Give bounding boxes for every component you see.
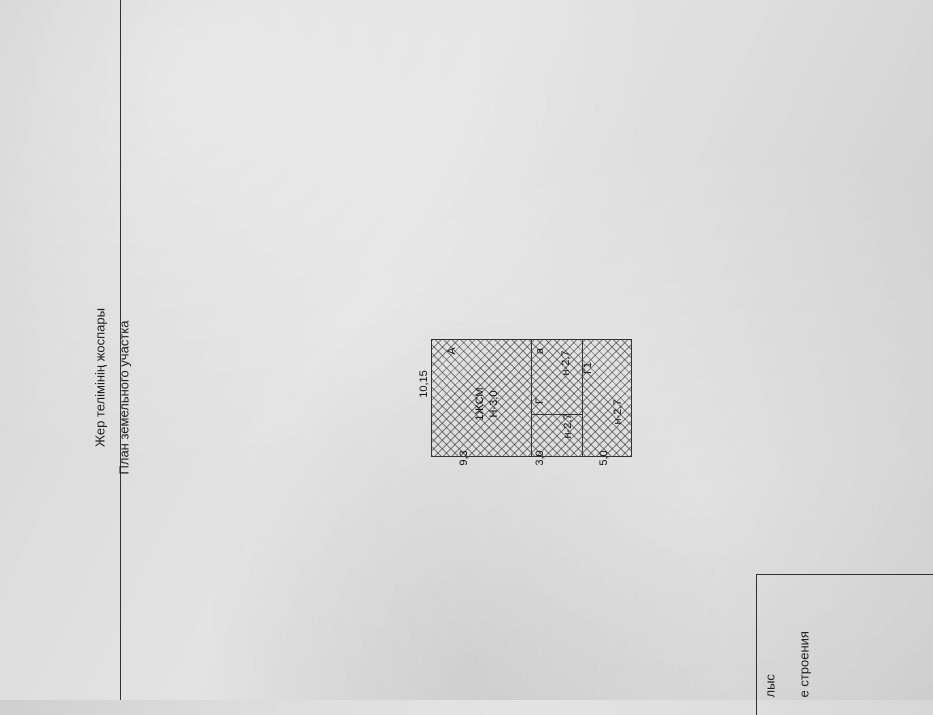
legend-box (756, 574, 933, 715)
zone-g1-height: н-2,7 (612, 399, 624, 425)
dimension-left-2: 3,0 (534, 450, 546, 466)
zone-a-name: 1ЖСМ (474, 387, 486, 421)
title-russian: План земельного участка (116, 320, 132, 475)
legend-line-1: лыс (762, 674, 778, 698)
zone-a-letter: А (446, 347, 458, 355)
divider-line (582, 340, 583, 456)
zone-small-letter: а (534, 347, 546, 355)
title-kazakh: Жер телімінің жоспары (92, 308, 108, 447)
zone-small-height: н-2,7 (560, 350, 572, 376)
dimension-left-3: 5,0 (598, 450, 610, 466)
dimension-left-1: 9,3 (458, 450, 470, 466)
legend-line-2: е строения (796, 631, 812, 698)
divider-line (532, 414, 582, 415)
zone-a-height: Н-3,0 (488, 390, 500, 418)
site-plan-drawing (431, 339, 632, 457)
zone-g-letter: Г (534, 398, 546, 404)
zone-g1-name: Г1 (582, 361, 594, 375)
divider-line (531, 340, 532, 456)
margin-line (120, 0, 121, 700)
dimension-top: 10,15 (418, 370, 430, 398)
zone-g-height: н-2,7 (562, 413, 574, 439)
